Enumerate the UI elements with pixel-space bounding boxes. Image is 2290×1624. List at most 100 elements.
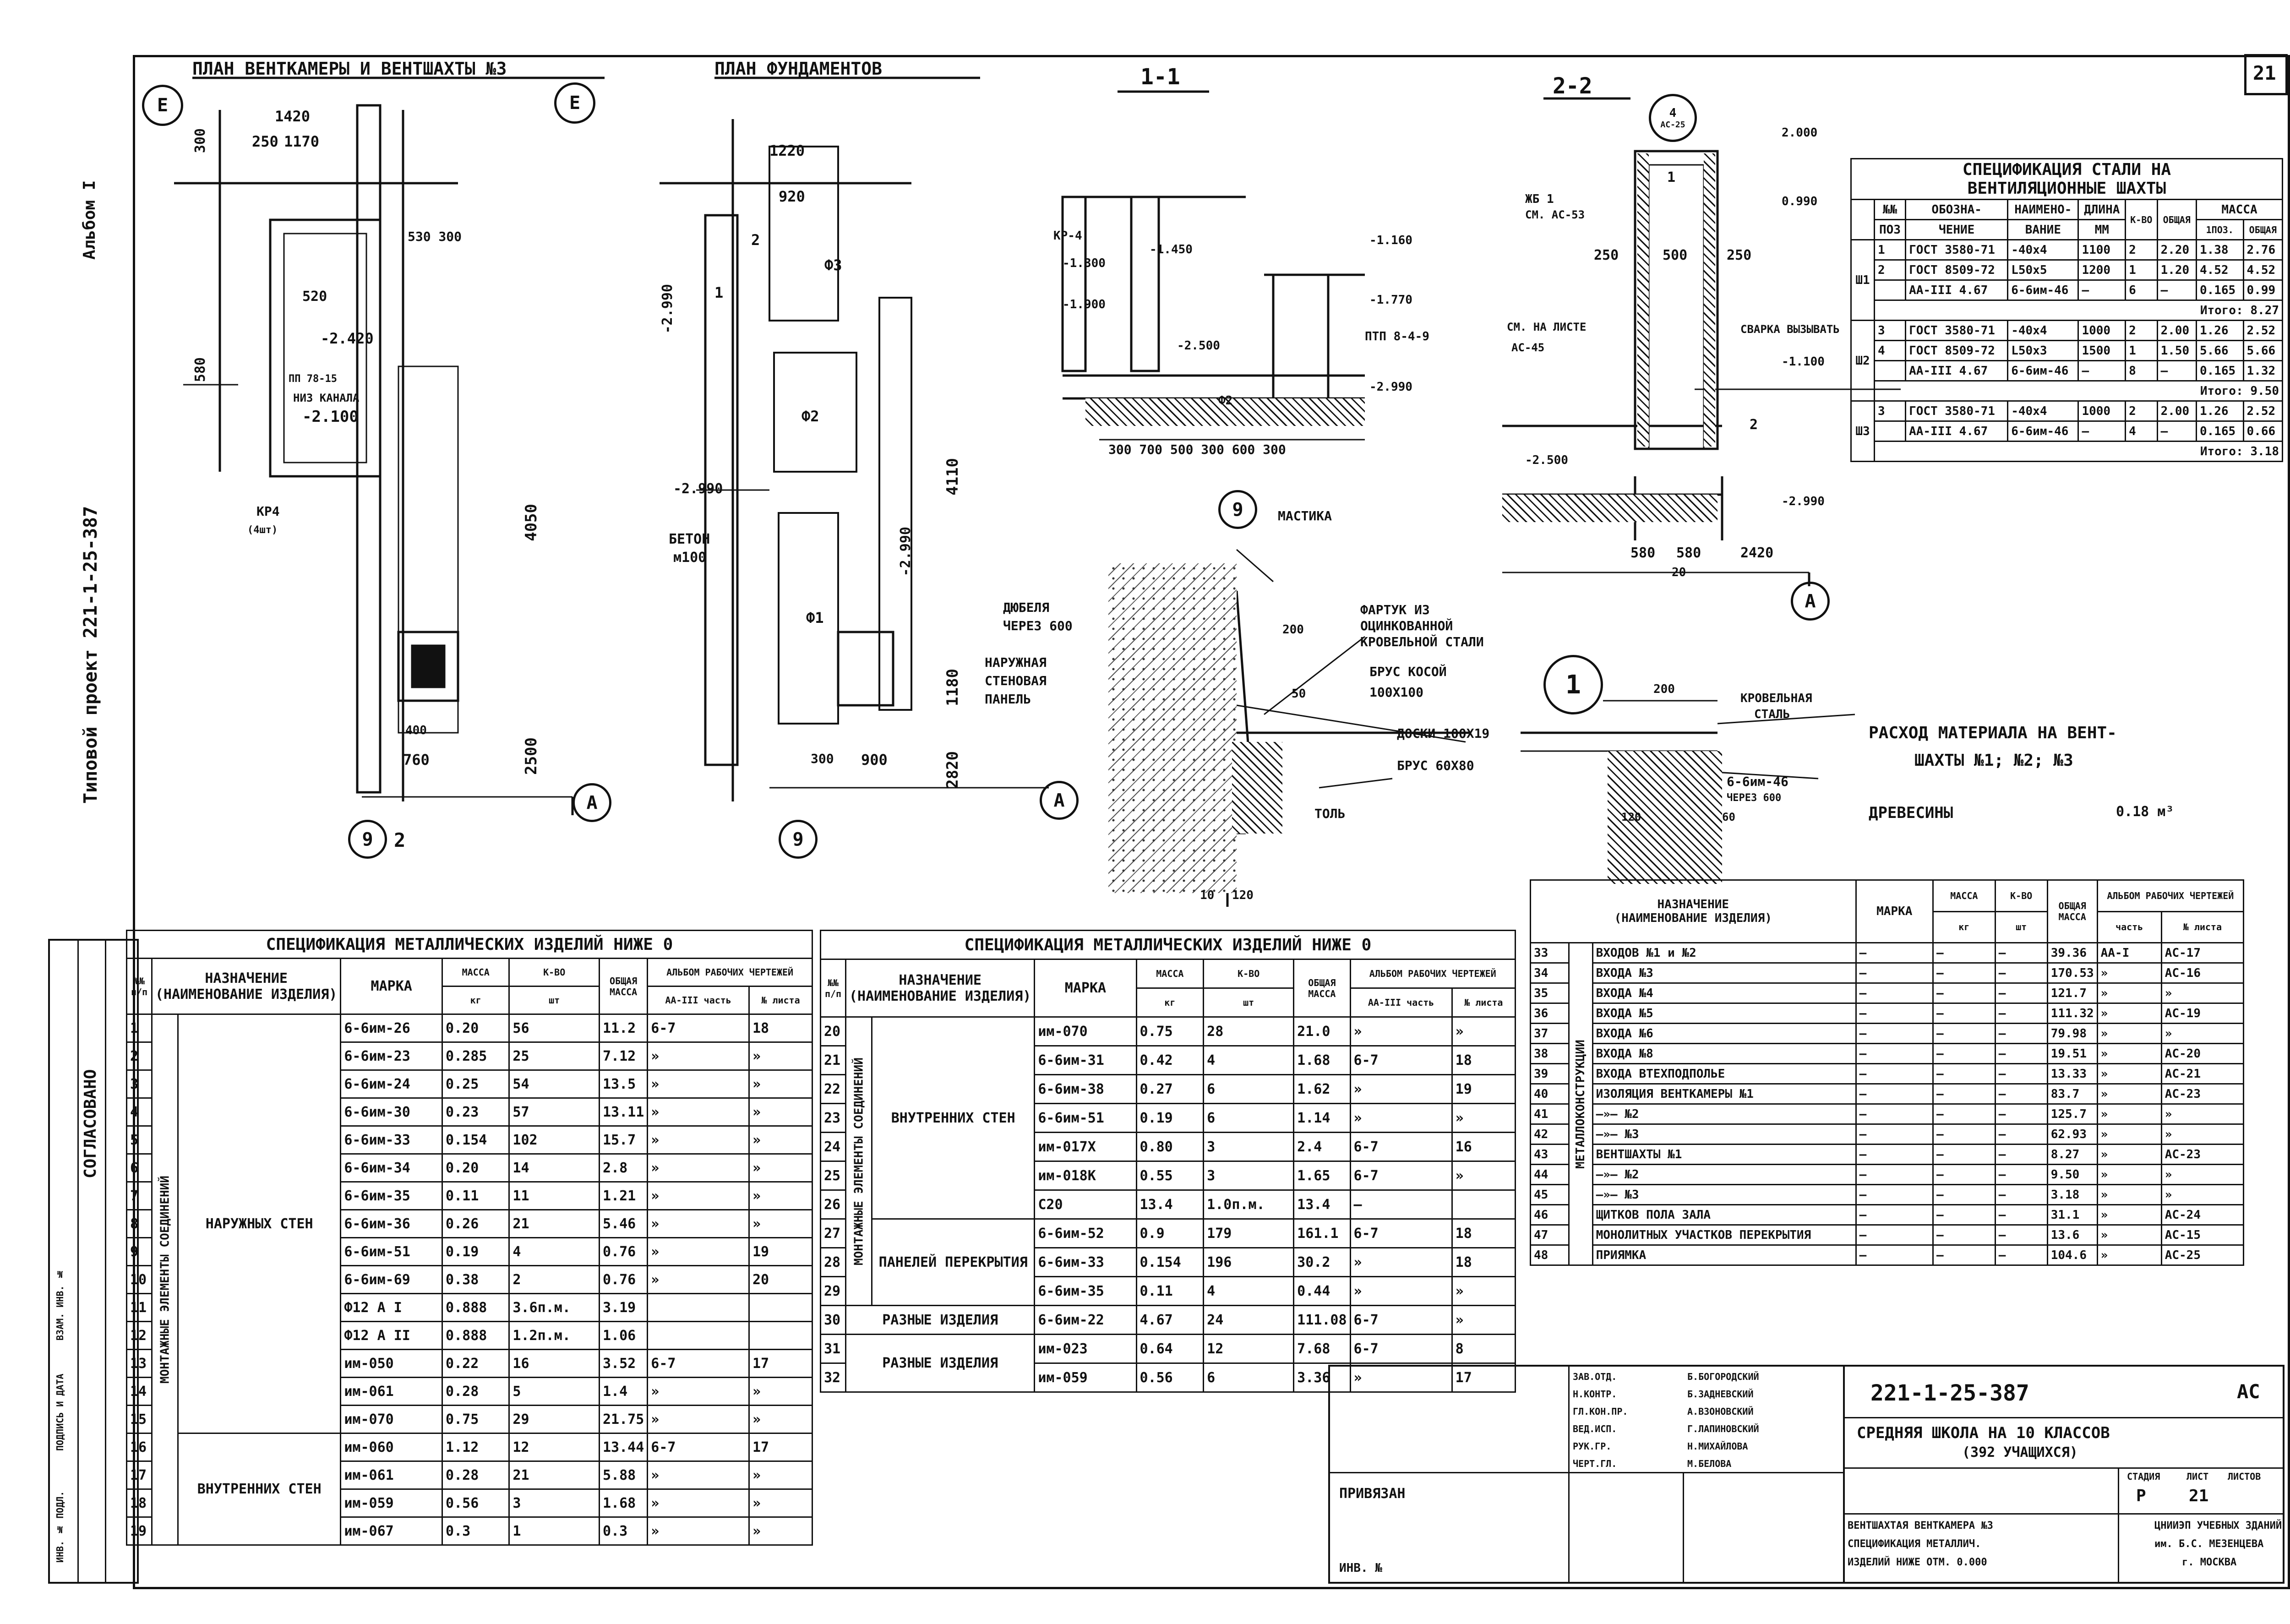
table-cell: 0.38 xyxy=(442,1265,510,1294)
table-row: Итого: 9.50 xyxy=(1851,380,2284,402)
table-cell: 24 xyxy=(820,1132,846,1162)
detail-timber-hatch xyxy=(1232,742,1282,834)
table-cell: 0.56 xyxy=(1135,1362,1205,1393)
ms1-h-part: АА-III часть xyxy=(647,986,750,1015)
table-cell: 6-6им-22 xyxy=(1034,1305,1137,1335)
ms1-h-qty: К-ВО xyxy=(508,958,600,987)
table-cell: 6-7 xyxy=(1349,1045,1453,1075)
table-cell: 111.32 xyxy=(2046,1003,2098,1024)
table-cell: 43 xyxy=(1530,1144,1570,1165)
table-cell: ГОСТ 3580-71 xyxy=(1905,239,2009,261)
table-cell: 3 xyxy=(1873,400,1907,422)
table-cell: 15 xyxy=(126,1405,153,1434)
steel-h-mass: МАССА xyxy=(2195,199,2284,220)
s2-block-2: 2 xyxy=(1750,417,1758,433)
s1-ptp: ПТП 8-4-9 xyxy=(1365,330,1429,343)
table-cell: — xyxy=(1855,1063,1934,1084)
table-cell: 0.11 xyxy=(1135,1276,1205,1306)
table-cell: — xyxy=(1932,1244,1996,1266)
table-cell: 0.75 xyxy=(442,1405,510,1434)
metal-spec-table-2: СПЕЦИФИКАЦИЯ МЕТАЛЛИЧЕСКИХ ИЗДЕЛИЙ НИЖЕ … xyxy=(820,930,1516,1393)
s1-elev-1900: -1.900 xyxy=(1063,298,1106,311)
ms2-misc: РАЗНЫЕ ИЗДЕЛИЯ xyxy=(845,1305,1036,1335)
table-cell: » xyxy=(2160,1103,2245,1125)
table-cell: 0.20 xyxy=(442,1014,510,1043)
sheet-frame xyxy=(133,55,2290,1589)
table-cell: 4.52 xyxy=(2242,259,2284,281)
table-cell: 1.4 xyxy=(598,1377,649,1406)
table-cell: 20 xyxy=(748,1265,813,1294)
table-cell: 0.285 xyxy=(442,1041,510,1071)
detail-bar-3: БРУС 60Х80 xyxy=(1397,758,1474,773)
table-cell: АС-25 xyxy=(2160,1244,2245,1266)
table-cell: 0.165 xyxy=(2195,279,2244,301)
plan1-dim-530-300: 530 300 xyxy=(408,229,462,244)
title-org-3: г. МОСКВА xyxy=(2182,1557,2237,1568)
detail-dim-120: 120 xyxy=(1232,888,1254,902)
table-cell: » xyxy=(647,1265,750,1294)
title-object-1: СРЕДНЯЯ ШКОЛА НА 10 КЛАССОВ xyxy=(1857,1424,2110,1442)
title-sheet: 21 xyxy=(2189,1487,2209,1505)
table-cell: ГОСТ 3580-71 xyxy=(1905,320,2009,341)
table-cell: 0.64 xyxy=(1135,1334,1205,1364)
table-cell: » xyxy=(1451,1161,1516,1191)
table-cell: 18 xyxy=(1451,1247,1516,1277)
role-title: ВЕД.ИСП. xyxy=(1573,1423,1617,1434)
table-cell: 22 xyxy=(820,1074,846,1104)
table-cell: » xyxy=(2096,1204,2162,1226)
table-cell: 5.88 xyxy=(598,1461,649,1490)
table-cell: 6-6им-36 xyxy=(340,1209,443,1238)
table-cell: 6-6им-46 xyxy=(2007,279,2079,301)
table-row: 42—»— №3———62.93»» xyxy=(1530,1123,2245,1145)
table-cell: 1 xyxy=(2125,340,2158,361)
table-cell: 1.65 xyxy=(1293,1161,1351,1191)
pt-h-mass: МАССА xyxy=(1932,879,1996,912)
table-cell: —»— №2 xyxy=(1592,1103,1857,1125)
table-cell xyxy=(748,1293,813,1322)
table-cell: 18 xyxy=(1451,1218,1516,1248)
table-cell: ГОСТ 8509-72 xyxy=(1905,340,2009,361)
table-cell: АС-16 xyxy=(2160,962,2245,984)
table-cell: 13 xyxy=(126,1349,153,1378)
steel-h-pos: ПОЗ xyxy=(1873,219,1907,240)
table-cell: — xyxy=(1349,1189,1453,1220)
table-cell: 1.26 xyxy=(2195,320,2244,341)
table-cell xyxy=(1873,360,1907,381)
metal-spec-2-title: СПЕЦИФИКАЦИЯ МЕТАЛЛИЧЕСКИХ ИЗДЕЛИЙ НИЖЕ … xyxy=(820,930,1516,960)
table-cell: 12 xyxy=(126,1321,153,1350)
table-row: 44—»— №2———9.50»» xyxy=(1530,1164,2245,1185)
table-cell: 13.4 xyxy=(1293,1189,1351,1220)
table-cell: 1 xyxy=(1873,239,1907,261)
table-cell: » xyxy=(2096,1244,2162,1266)
table-cell: 4.67 xyxy=(1135,1305,1205,1335)
table-cell: 0.28 xyxy=(442,1377,510,1406)
table-cell: 4.52 xyxy=(2195,259,2244,281)
s2-dim-500: 500 xyxy=(1663,247,1688,263)
table-cell: ВХОДА №5 xyxy=(1592,1003,1857,1024)
table-cell: 2 xyxy=(2125,239,2158,261)
table-cell: 121.7 xyxy=(2046,982,2098,1004)
table-cell: ВХОДА №6 xyxy=(1592,1023,1857,1044)
title-stage: Р xyxy=(2136,1487,2146,1505)
ms1-h-mass: МАССА xyxy=(442,958,510,987)
table-cell: 6 xyxy=(126,1153,153,1183)
table-cell: 6-7 xyxy=(647,1014,750,1043)
title-org-1: ЦНИИЭП УЧЕБНЫХ ЗДАНИЙ xyxy=(2154,1520,2282,1531)
table-cell: — xyxy=(1932,1043,1996,1064)
table-cell: » xyxy=(647,1181,750,1210)
table-cell: 17 xyxy=(1451,1362,1516,1393)
s1-elev-1450: -1.450 xyxy=(1150,243,1193,256)
table-cell: 38 xyxy=(1530,1043,1570,1064)
s2-dim-580a: 580 xyxy=(1630,545,1656,561)
table-cell: » xyxy=(1349,1276,1453,1306)
table-cell: 1.26 xyxy=(2195,400,2244,422)
table-cell: 6-6им-46 xyxy=(2007,420,2079,442)
ms1-h-album: АЛЬБОМ РАБОЧИХ ЧЕРТЕЖЕЙ xyxy=(647,958,813,987)
s2-zhb: ЖБ 1 xyxy=(1525,192,1554,206)
detail-apron-2: ОЦИНКОВАННОЙ xyxy=(1360,618,1453,633)
table-cell: 102 xyxy=(508,1125,600,1155)
